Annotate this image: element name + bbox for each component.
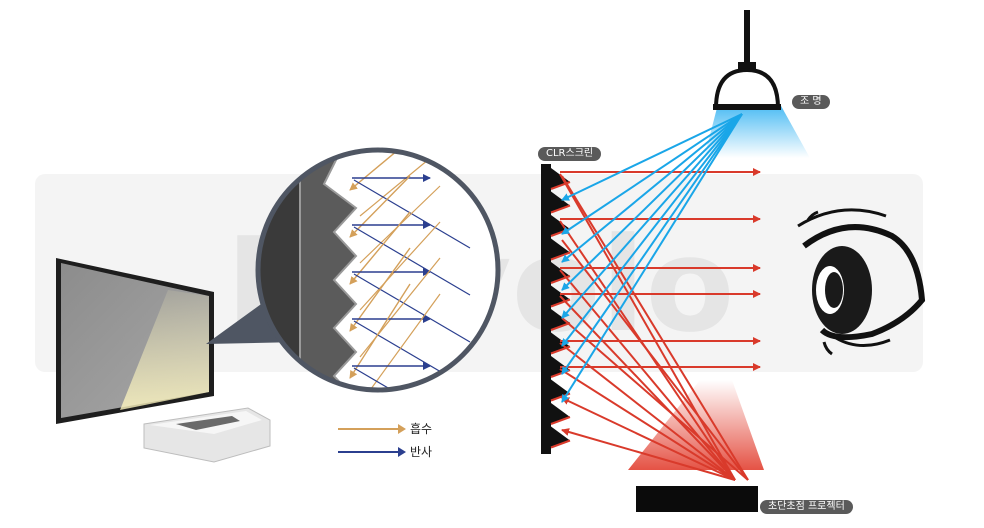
magnifier <box>255 147 501 393</box>
absorbed-ray <box>349 247 411 332</box>
screen-tooth-edge <box>550 251 571 261</box>
screen-tooth-edge <box>550 204 571 214</box>
ust-projector <box>628 380 764 512</box>
projector-ray <box>561 239 749 481</box>
projector-incident-ray <box>559 342 736 481</box>
reflect-arrow-icon <box>338 446 406 457</box>
eye-icon <box>797 208 926 356</box>
legend-absorb: 흡수 <box>338 420 432 437</box>
projector-label: 초단초점 프로젝터 <box>760 500 853 514</box>
reflected-ray <box>353 273 471 343</box>
projector-incident-ray <box>559 368 736 481</box>
projector-incident-ray <box>559 173 736 481</box>
ambient-light-ray <box>561 113 743 319</box>
legend-reflect-label: 반사 <box>410 445 433 459</box>
projector-ray <box>561 428 736 481</box>
projector-incident-ray <box>559 295 736 481</box>
absorb-arrow-icon <box>338 423 406 434</box>
screen-tooth-edge <box>550 416 571 425</box>
absorbed-ray <box>349 175 411 238</box>
ust-projector-small <box>143 407 271 463</box>
ambient-light-ray <box>561 113 743 347</box>
absorbed-ray <box>349 283 411 379</box>
screen-tooth-edge <box>550 439 571 449</box>
projector-ray <box>561 397 736 481</box>
tv-screen <box>56 258 214 424</box>
projector-ray <box>561 175 749 481</box>
screen-tooth-edge <box>550 298 571 308</box>
clr-screen <box>541 164 571 454</box>
clr-screen-label: CLR스크린 <box>538 147 602 161</box>
reflected-ray <box>353 367 471 390</box>
ambient-light-ray <box>561 113 743 291</box>
legend-reflect: 반사 <box>338 443 432 460</box>
ambient-light-ray <box>561 113 743 235</box>
legend-absorb-label: 흡수 <box>410 422 433 436</box>
reflected-ray <box>353 179 471 249</box>
ambient-light-ray <box>561 113 743 201</box>
projector-incident-ray <box>559 269 736 481</box>
absorbed-ray <box>359 221 441 311</box>
screen-tooth-edge <box>550 322 571 331</box>
absorbed-ray <box>359 293 441 390</box>
ambient-light-rays <box>561 113 743 403</box>
ambient-light-ray <box>561 113 743 403</box>
reflected-ray <box>353 226 471 296</box>
projector-ray <box>561 317 749 481</box>
lighting-label: 조 명 <box>792 95 830 109</box>
ambient-light-ray <box>561 113 743 263</box>
absorbed-ray <box>349 150 411 191</box>
projector-rays <box>559 168 761 481</box>
ambient-light-ray <box>561 113 743 375</box>
lighting-lamp <box>704 10 810 158</box>
